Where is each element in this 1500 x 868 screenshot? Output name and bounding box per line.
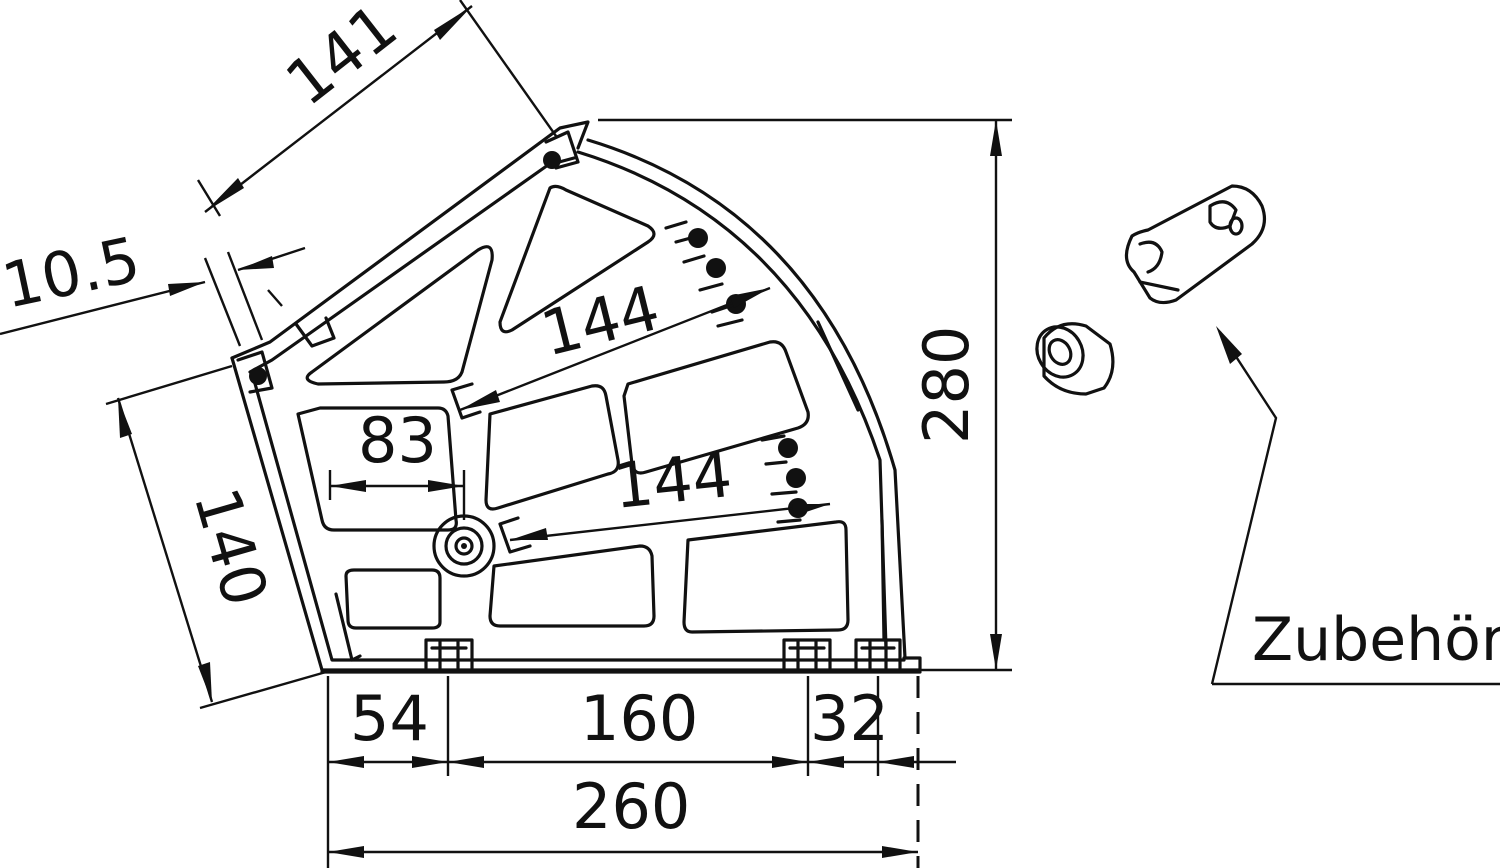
- dimension-144-lower: 144: [509, 438, 831, 542]
- accessory-label: Zubehör: [1252, 605, 1500, 675]
- dimension-10-5: 10.5: [0, 223, 306, 347]
- clip-bracket: [1124, 184, 1266, 305]
- dimension-140: 140: [105, 364, 327, 710]
- dimension-144-upper: 144: [459, 271, 771, 412]
- corner-clips: [236, 130, 580, 662]
- dimension-280: 280: [598, 118, 1012, 672]
- brackets: [450, 382, 532, 554]
- dimension-83-label: 83: [358, 404, 437, 477]
- dimension-260-label: 260: [572, 770, 690, 843]
- feet: [424, 638, 902, 670]
- dimension-280-label: 280: [910, 326, 983, 444]
- pivot-bearing: [432, 514, 496, 578]
- dimension-32-label: 32: [810, 682, 889, 755]
- dimension-260: 260: [328, 770, 918, 858]
- dimension-141: 141: [196, 0, 557, 217]
- dimension-160-label: 160: [580, 682, 698, 755]
- housing-outline: [230, 120, 922, 674]
- dimension-144-lower-label: 144: [610, 438, 735, 523]
- cutouts: [296, 184, 850, 634]
- accessory-leader: Zubehör: [1210, 326, 1500, 686]
- dimension-144-upper-label: 144: [534, 271, 666, 370]
- dimension-10-5-label: 10.5: [0, 223, 146, 323]
- spacer-sleeve: [1035, 322, 1115, 396]
- dimension-140-label: 140: [180, 480, 283, 614]
- dimension-83: 83: [328, 404, 466, 520]
- dimension-chain: 54 160 32: [326, 676, 956, 868]
- dimension-141-label: 141: [272, 0, 410, 120]
- dimension-54-label: 54: [350, 682, 429, 755]
- hole-markers: [664, 220, 886, 642]
